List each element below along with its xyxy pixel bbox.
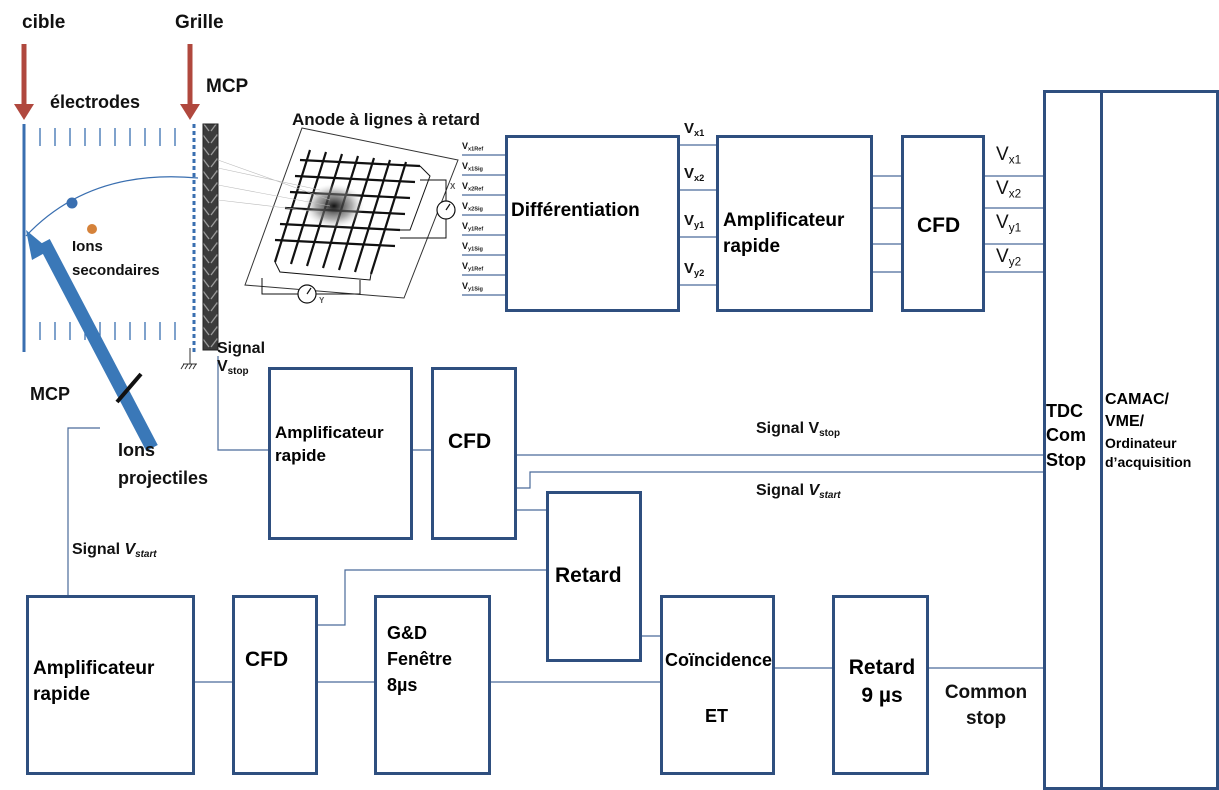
cfd-mid-box: CFD — [431, 367, 517, 540]
electrodes-bottom — [39, 322, 176, 340]
ion-orange — [87, 224, 97, 234]
cfd-out-2: Vy1 — [996, 212, 1022, 235]
anode-out-0: Vx1Ref — [462, 141, 484, 153]
coincidence-box: Coïncidence ET — [660, 595, 775, 775]
retard-mid-box: Retard — [546, 491, 642, 662]
cfd-bot-label: CFD — [245, 648, 289, 671]
cfd-mid-label: CFD — [448, 430, 492, 453]
mcp-top-label: MCP — [206, 76, 249, 97]
projectile-beam — [26, 230, 158, 452]
electrodes-label: électrodes — [50, 92, 141, 112]
anode-label: Anode à lignes à retard — [292, 110, 480, 129]
ion-blue — [66, 197, 78, 209]
ions-secondaires-1: Ions — [72, 238, 103, 255]
signal-vstart: Signal Vstart — [756, 482, 841, 501]
signal-vstop: Signal Vstop — [756, 420, 841, 439]
anode-drawing — [217, 127, 459, 304]
ions-secondaires-2: secondaires — [72, 262, 160, 279]
cible-label: cible — [22, 12, 66, 33]
mcp-start — [115, 372, 143, 404]
grille-label: Grille — [175, 12, 224, 33]
mcp-plate — [202, 123, 219, 351]
cfd-out-1: Vx2 — [996, 178, 1022, 201]
anode-y-label: Y — [319, 296, 325, 305]
cfd-top-label: CFD — [917, 214, 961, 237]
signal-vstart-left: Signal Vstart — [72, 541, 157, 560]
diff-out-1: Vx2 — [684, 165, 705, 183]
anode-output-lines — [462, 154, 505, 296]
cfd-out-3: Vy2 — [996, 246, 1022, 269]
signal-paths — [67, 356, 1043, 683]
anode-x-label: X — [450, 182, 456, 191]
anode-out-1: Vx1Sig — [462, 161, 483, 173]
cfd-bot-box: CFD — [232, 595, 318, 775]
diff-out-3: Vy2 — [684, 260, 705, 278]
ions-projectiles-1: Ions — [118, 440, 156, 460]
cible-arrow — [14, 44, 34, 120]
anode-out-4: Vy1Ref — [462, 221, 484, 233]
ion-trajectory — [25, 176, 199, 237]
grille-arrow — [180, 44, 200, 120]
signal-vstop-left: Signal Vstop — [217, 340, 266, 378]
anode-out-3: Vx2Sig — [462, 201, 483, 213]
electrodes-top — [39, 128, 176, 146]
anode-out-2: Vx2Ref — [462, 181, 484, 193]
coincidence-et-label: ET — [705, 706, 729, 726]
top-connectors — [680, 144, 1043, 286]
cfd-top-box: CFD — [901, 135, 985, 312]
retard-mid-label: Retard — [555, 564, 622, 587]
differentiation-label: Différentiation — [511, 200, 640, 221]
diff-out-2: Vy1 — [684, 212, 705, 230]
differentiation-box: Différentiation — [505, 135, 680, 312]
mcp-left-label: MCP — [30, 384, 70, 404]
ions-projectiles-2: projectiles — [118, 468, 209, 488]
cfd-out-0: Vx1 — [996, 144, 1022, 167]
ground-icon — [180, 348, 197, 370]
coincidence-label: Coïncidence — [665, 650, 773, 670]
diff-out-0: Vx1 — [684, 120, 705, 138]
anode-out-7: Vy1Sig — [462, 281, 483, 293]
anode-out-5: Vy1Sig — [462, 241, 483, 253]
anode-out-6: Vy1Ref — [462, 261, 484, 273]
